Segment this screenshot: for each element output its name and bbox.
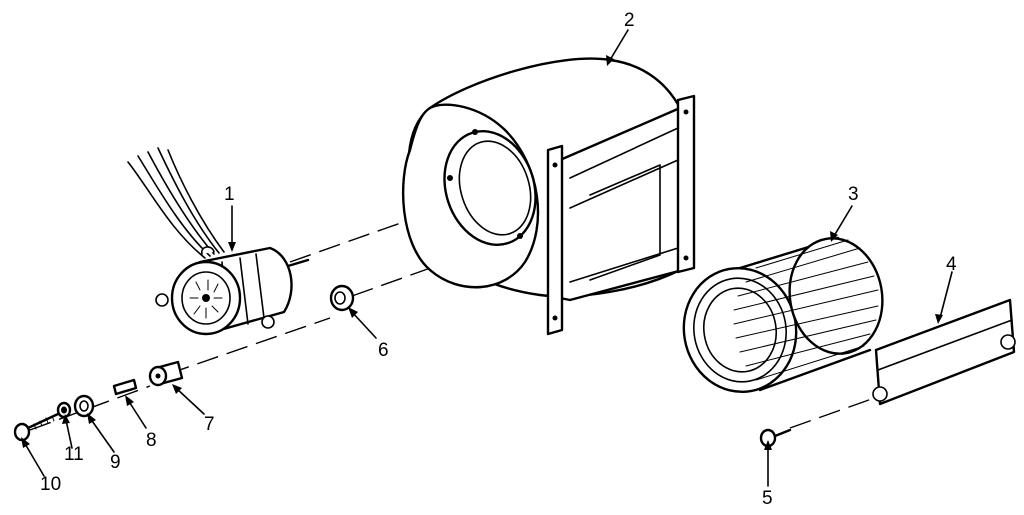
bushing-part — [329, 284, 355, 312]
blower-motor — [127, 147, 310, 336]
callout-8: 8 — [146, 430, 157, 451]
blower-wheel — [682, 236, 884, 394]
shaft-adapter — [148, 360, 184, 387]
callout-2: 2 — [624, 10, 635, 31]
callout-7: 7 — [204, 414, 215, 435]
bolt-part — [13, 412, 60, 442]
callout-1: 1 — [224, 184, 235, 205]
callout-10: 10 — [40, 474, 61, 495]
callout-4: 4 — [946, 254, 957, 275]
leader-arrows — [21, 29, 953, 487]
callout-9: 9 — [110, 452, 121, 473]
callout-6: 6 — [378, 340, 389, 361]
callout-11: 11 — [64, 444, 84, 465]
pin-part — [112, 378, 138, 396]
blower-housing — [401, 57, 696, 336]
cutoff-plate — [872, 298, 1016, 406]
screw-part — [759, 428, 792, 448]
washer-part — [73, 394, 95, 418]
callout-5: 5 — [762, 488, 773, 509]
callout-3: 3 — [848, 184, 859, 205]
lock-washer-part — [56, 401, 72, 419]
